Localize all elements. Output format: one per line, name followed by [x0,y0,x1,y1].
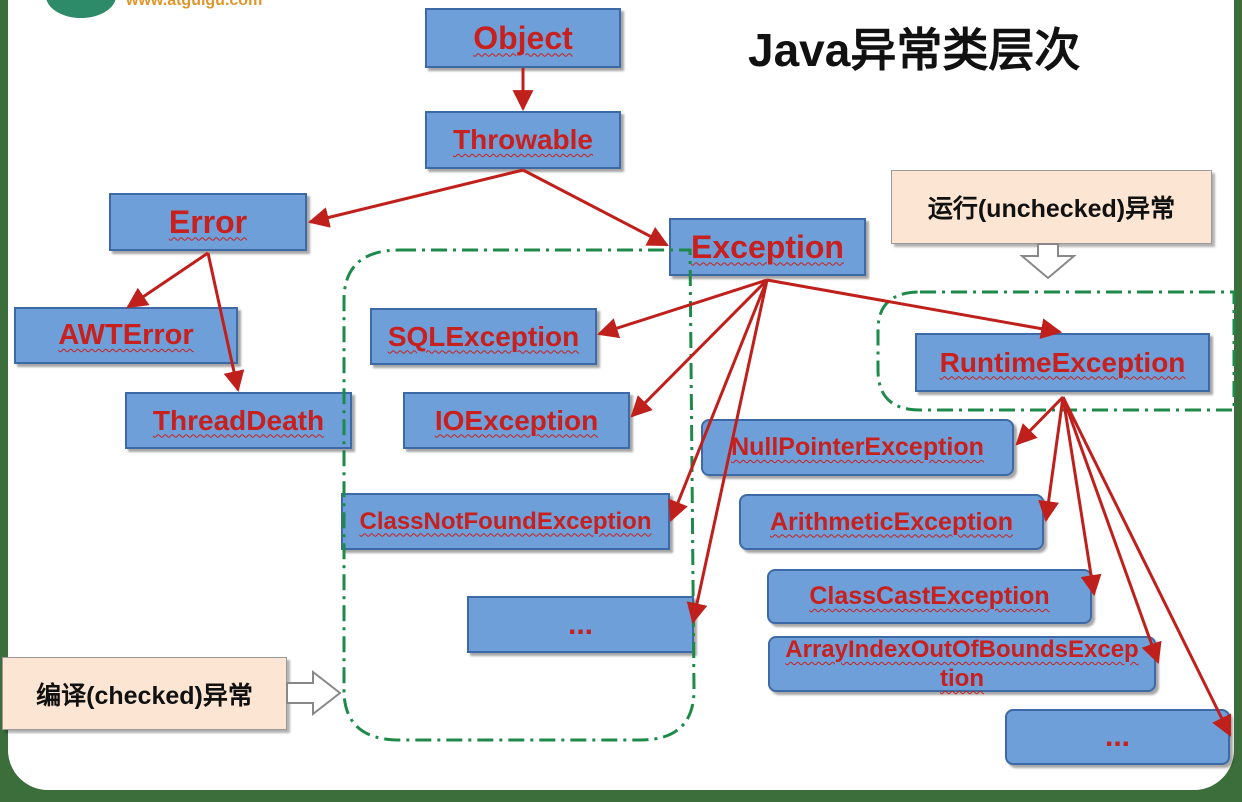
site-logo-text: www.atguigu.com [126,0,263,9]
arrow-error-awterror [126,251,209,309]
arrow-throwable-exception [522,168,669,247]
arrow-runtime-arrayindex [1061,396,1162,664]
arrow-exception-io [630,278,769,418]
node-runtimeexception: RuntimeException [915,333,1210,392]
node-ioexception: IOException [403,392,630,449]
node-arrayindex: ArrayIndexOutOfBoundsException [768,636,1156,692]
arrow-exception-classnotfound [668,279,769,522]
node-arithmetic: ArithmeticException [739,494,1044,550]
arrow-runtime-classcast [1061,396,1102,597]
node-throwable: Throwable [425,111,621,169]
node-object: Object [425,8,621,68]
node-classcast: ClassCastException [767,569,1092,624]
arrow-throwable-error [307,168,524,228]
unchecked-down-arrow-icon [1019,243,1077,280]
node-nullpointer: NullPointerException [701,419,1014,476]
unchecked-group-outline [876,290,1236,412]
callout-checked: 编译(checked)异常 [2,657,287,730]
arrow-runtime-nullpointer [1015,395,1065,446]
node-sqlexception: SQLException [370,308,597,365]
page-title: Java异常类层次 [748,24,1081,76]
node-error: Error [109,193,307,251]
arrow-runtime-more [1061,396,1232,737]
node-exception: Exception [669,218,866,276]
callout-unchecked: 运行(unchecked)异常 [891,170,1212,244]
arrow-exception-runtime [766,278,1063,340]
node-runtime-more: ... [1005,709,1230,765]
arrow-exception-more [686,279,769,625]
arrow-runtime-arithmetic [1038,396,1065,523]
checked-group-outline [342,248,696,742]
arrow-exception-sql [597,278,768,339]
logo-icon [46,0,116,18]
node-awterror: AWTError [14,307,238,364]
node-checked-more: ... [467,596,694,653]
node-threaddeath: ThreadDeath [125,392,352,449]
checked-right-arrow-icon [286,669,342,717]
arrow-error-threaddeath [206,252,245,393]
